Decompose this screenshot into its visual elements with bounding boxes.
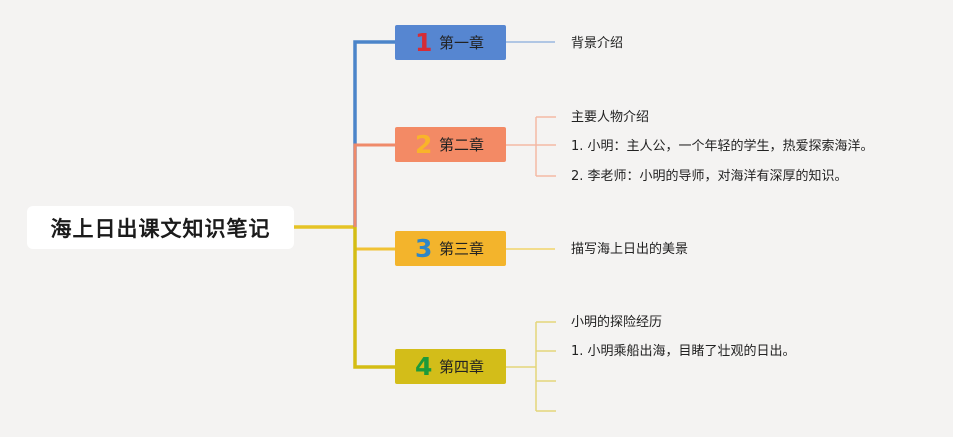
- trunk-segment-ch1: [353, 40, 395, 227]
- chapter-3-number: 3: [415, 234, 433, 263]
- chapter-2-leaf-1[interactable]: 主要人物介绍: [571, 110, 650, 125]
- trunk-segment-ch4: [353, 227, 395, 369]
- chapter-2-leaf-2[interactable]: 1. 小明：主人公，一个年轻的学生，热爱探索海洋。: [571, 139, 874, 154]
- root-node[interactable]: 海上日出课文知识笔记: [27, 206, 294, 249]
- chapter-3-label: 第三章: [439, 240, 485, 258]
- chapter-1-label: 第一章: [439, 34, 485, 52]
- trunk-segment-ch2: [353, 143, 395, 227]
- chapter-2-leaf-3[interactable]: 2. 李老师：小明的导师，对海洋有深厚的知识。: [571, 169, 848, 184]
- chapter-1-leaf-1[interactable]: 背景介绍: [571, 36, 624, 51]
- chapter-2-label: 第二章: [439, 136, 485, 154]
- chapter-3-node[interactable]: 3 第三章: [395, 231, 506, 266]
- chapter-2-number: 2: [415, 130, 433, 159]
- chapter-1-node[interactable]: 1 第一章: [395, 25, 506, 60]
- ch2-leaf-connector: [506, 116, 556, 177]
- trunk-segment-ch3: [353, 227, 395, 251]
- chapter-4-label: 第四章: [439, 358, 485, 376]
- chapter-4-leaf-2[interactable]: 1. 小明乘船出海，目睹了壮观的日出。: [571, 344, 796, 359]
- chapter-1-number: 1: [415, 28, 433, 57]
- ch4-leaf-connector: [506, 321, 556, 412]
- chapter-4-leaf-1[interactable]: 小明的探险经历: [571, 315, 663, 330]
- root-title: 海上日出课文知识笔记: [50, 216, 271, 241]
- chapter-2-node[interactable]: 2 第二章: [395, 127, 506, 162]
- chapter-4-number: 4: [415, 352, 433, 381]
- chapter-3-leaf-1[interactable]: 描写海上日出的美景: [571, 242, 689, 257]
- chapter-4-node[interactable]: 4 第四章: [395, 349, 506, 384]
